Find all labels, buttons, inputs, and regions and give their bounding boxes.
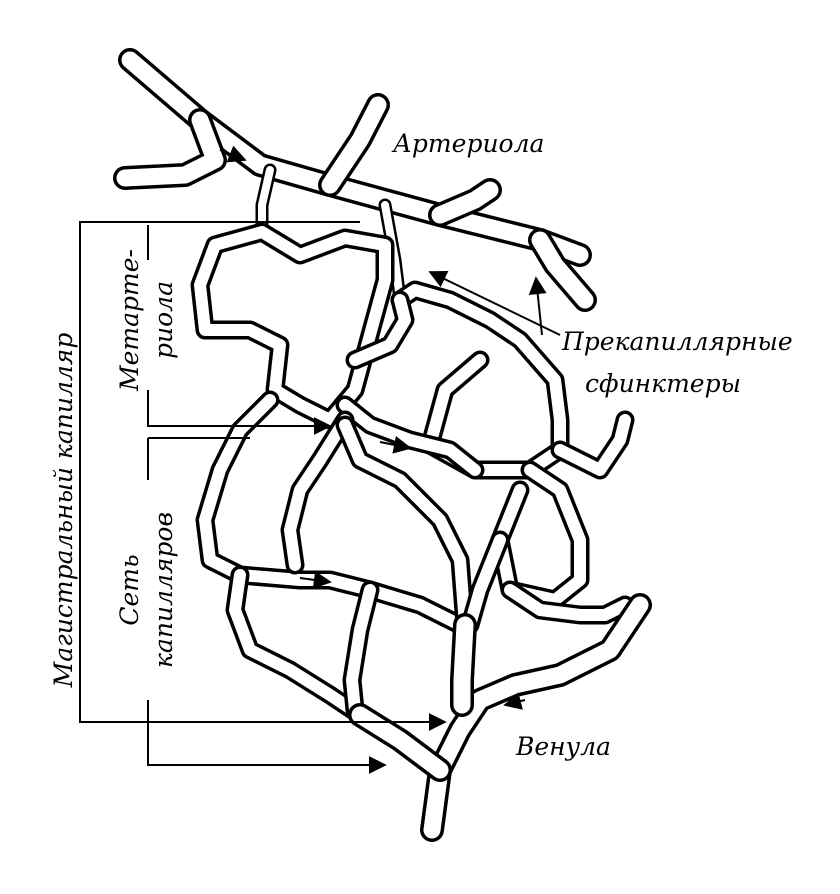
svg-text:Магистральный капилляр: Магистральный капилляр [49, 333, 78, 689]
arteriole-label: Артериола [391, 129, 544, 158]
metarteriole-bracket [147, 225, 332, 435]
precapillary-sphincters-label-line1: Прекапиллярные [561, 327, 793, 356]
main-capillary-label: Магистральный капилляр [49, 333, 78, 689]
svg-text:капилляров: капилляров [149, 512, 178, 668]
venule-label: Венула [515, 732, 611, 761]
svg-text:Сеть: Сеть [115, 554, 144, 625]
svg-text:Метарте-: Метарте- [115, 249, 144, 392]
sphincter-leaders [428, 270, 561, 336]
main-capillary-bracket [79, 221, 447, 731]
capillary-network-label: Сеть капилляров [115, 512, 178, 668]
arteriole [113, 48, 597, 312]
svg-text:риола: риола [149, 281, 178, 359]
network-bracket [147, 437, 387, 774]
metarteriole-label: Метарте- риола [115, 249, 178, 392]
capillary-network [190, 222, 635, 770]
flow-arrows [219, 145, 526, 710]
venule [348, 593, 652, 842]
precapillary-sphincters-label-line2: сфинктеры [585, 369, 741, 398]
